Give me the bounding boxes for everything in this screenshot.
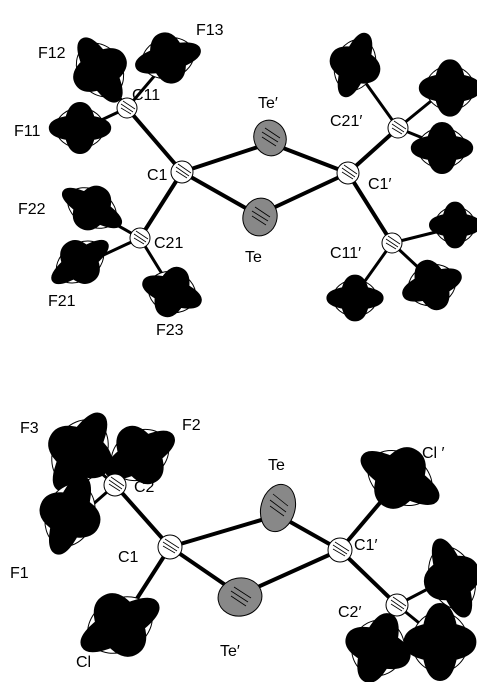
atom-c1	[170, 160, 194, 184]
atom-c2-prime	[385, 593, 409, 617]
label-cl: Cl	[76, 654, 91, 671]
atom-c1-prime-bottom	[327, 537, 353, 563]
label-c1-prime-bottom: C1′	[354, 537, 377, 554]
atom-f11	[56, 108, 104, 148]
label-f3: F3	[20, 420, 39, 437]
label-f22: F22	[18, 201, 46, 218]
atom-te-bottom	[259, 483, 297, 533]
bond-c1-c2	[113, 483, 172, 549]
label-te-prime-bottom: Te′	[220, 643, 240, 660]
label-f23: F23	[156, 322, 184, 339]
atom-f1	[37, 477, 104, 554]
atom-f-c11p-c	[333, 280, 377, 316]
label-cl-prime: Cl ′	[422, 445, 445, 462]
label-te-bottom: Te	[268, 457, 285, 474]
label-c11: C11	[132, 87, 160, 104]
molecule-bottom: F3 F2 Te Cl ′ C2 C1 C1′ F1 C2′ Cl Te′	[10, 410, 477, 682]
label-c21: C21	[154, 235, 183, 252]
atom-f22	[60, 179, 123, 236]
label-te-prime: Te′	[258, 95, 278, 112]
atom-f-c2p-c	[344, 613, 412, 682]
label-c1: C1	[147, 167, 168, 184]
atom-f-c21p-c	[418, 128, 466, 168]
atom-c1-prime	[336, 161, 360, 185]
atom-c21	[129, 227, 151, 249]
atom-te-prime-bottom	[217, 577, 263, 617]
label-f21: F21	[48, 293, 76, 310]
atom-te-prime-top	[253, 119, 287, 157]
label-c1-bottom: C1	[118, 549, 139, 566]
atom-f13	[138, 32, 199, 84]
atom-f-c21p-b	[426, 66, 474, 110]
atom-c1-bottom	[157, 534, 183, 560]
atom-f3	[40, 410, 119, 495]
atom-c11	[116, 97, 138, 119]
label-te: Te	[245, 249, 262, 266]
molecule-top: F13 F12 C11 Te′ C21′ F11 C1 C1′ F22 C21 …	[14, 22, 475, 339]
atom-f2	[102, 419, 178, 491]
atom-f-c2p-a	[420, 540, 477, 615]
atom-f-c11p-b	[403, 258, 462, 312]
label-c21-prime: C21′	[330, 113, 362, 130]
atom-cl-prime	[358, 439, 442, 516]
label-f2: F2	[182, 417, 201, 434]
label-f13: F13	[196, 22, 224, 39]
atom-cl	[78, 585, 163, 664]
atom-f-c2p-b	[412, 612, 468, 672]
bond-c1-te	[168, 513, 280, 549]
bond-c1-te-prime	[180, 141, 272, 174]
label-c2-prime: C2′	[338, 604, 361, 621]
bond-c1p-c2p	[338, 548, 399, 607]
label-f1: F1	[10, 565, 29, 582]
atom-c21-prime	[387, 117, 409, 139]
bond-c1-c21	[138, 170, 184, 240]
label-c11-prime: C11′	[330, 245, 361, 262]
atom-c11-prime	[381, 232, 403, 254]
atom-te-top	[242, 197, 278, 237]
bond-c1-c11	[125, 106, 184, 174]
atom-f-c21p-a	[327, 34, 382, 97]
label-c1-prime: C1′	[368, 176, 391, 193]
label-c2: C2	[134, 479, 155, 496]
bond-c1p-c11p	[346, 171, 394, 245]
atom-c2	[103, 473, 127, 497]
label-f11: F11	[14, 123, 40, 140]
atom-f-c11p-a	[435, 207, 475, 243]
atom-f12	[67, 35, 133, 105]
atom-f21	[48, 232, 111, 291]
atom-f23	[143, 265, 202, 319]
label-f12: F12	[38, 45, 66, 62]
